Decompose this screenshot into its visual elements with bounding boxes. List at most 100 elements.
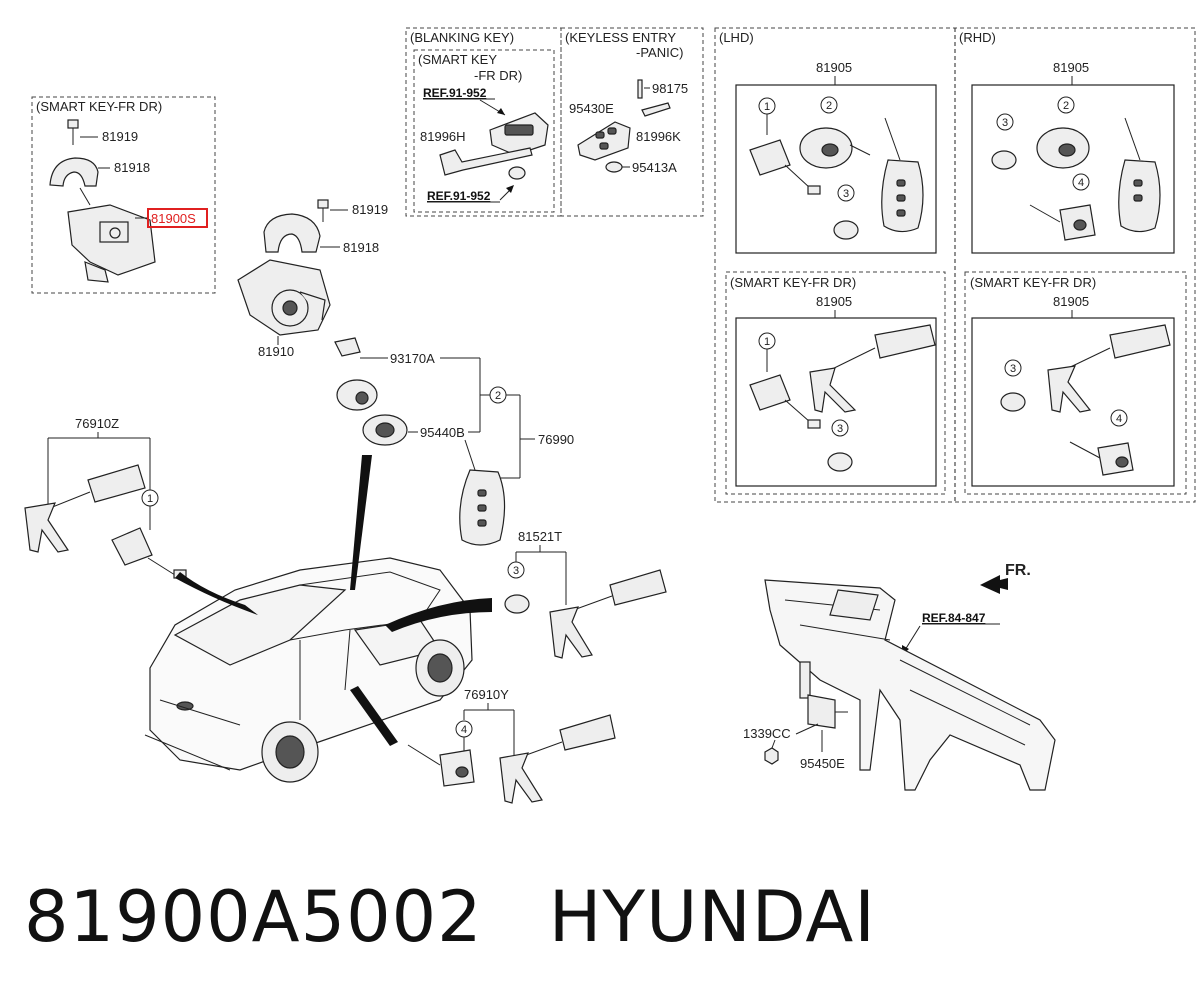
handle-module-icon (809, 324, 936, 413)
group-blanking-key: (BLANKING KEY) (SMART KEY -FR DR) REF.91… (405, 27, 562, 217)
part-label-98175: 98175 (652, 81, 688, 96)
door-lock-icon (407, 744, 475, 787)
ring-icon (504, 594, 530, 614)
part-label-93170a: 93170A (390, 351, 435, 366)
blank-key-icon (439, 147, 533, 176)
ring-icon (362, 414, 408, 446)
callout-4: 4 (461, 724, 467, 736)
part-label-81900s[interactable]: 81900S (151, 211, 196, 226)
group-81521t: 81521T 3 (504, 529, 667, 659)
part-label-81918: 81918 (114, 160, 150, 175)
group-label-fr-dr: -FR DR) (474, 68, 522, 83)
callout-3: 3 (837, 423, 843, 435)
handle-module-icon (499, 714, 616, 804)
group-keyless-entry: (KEYLESS ENTRY -PANIC) 98175 95430E 8199… (560, 27, 704, 217)
key-blade-icon (641, 102, 671, 117)
callout-2: 2 (495, 390, 501, 402)
part-label-76990: 76990 (538, 432, 574, 447)
callout-4: 4 (1078, 177, 1084, 189)
part-label-81905: 81905 (816, 294, 852, 309)
part-label-81919: 81919 (102, 129, 138, 144)
callout-1: 1 (764, 336, 770, 348)
callout-3: 3 (513, 565, 519, 577)
battery-icon (508, 166, 526, 180)
part-label-81918: 81918 (343, 240, 379, 255)
group-crossmember: FR. REF.84-847 1339CC 95450E (743, 562, 1056, 791)
part-label-76910y: 76910Y (464, 687, 509, 702)
fob-icon (881, 117, 924, 233)
callout-3: 3 (1002, 117, 1008, 129)
ring-icon (1000, 392, 1026, 412)
callout-3: 3 (843, 188, 849, 200)
part-label-81996k: 81996K (636, 129, 681, 144)
handle-module-icon (24, 464, 146, 553)
ignition-cylinder-icon (799, 127, 871, 169)
part-label-95450e: 95450E (800, 756, 845, 771)
group-label-panic: -PANIC) (636, 45, 683, 60)
group-76910z: 76910Z 1 (24, 416, 187, 579)
ref-link-91-952[interactable]: REF.91-952 (423, 86, 487, 100)
ring-icon (991, 150, 1017, 170)
front-direction-label: FR. (1005, 562, 1031, 579)
ref-link-91-952[interactable]: REF.91-952 (427, 189, 491, 203)
group-label-smart-key-fr-dr: (SMART KEY-FR DR) (730, 275, 856, 290)
fob-icon (459, 439, 506, 546)
part-label-81905: 81905 (816, 60, 852, 75)
part-label-81905: 81905 (1053, 294, 1089, 309)
callout-1: 1 (147, 493, 153, 505)
nut-icon (764, 747, 779, 765)
door-lock-icon (1069, 441, 1134, 476)
screw-icon (317, 199, 329, 222)
screw-icon (67, 119, 79, 145)
part-number: 81900A5002 (24, 876, 483, 958)
ref-link-84-847[interactable]: REF.84-847 (922, 611, 986, 625)
front-arrow-icon (980, 575, 1008, 594)
group-label-lhd: (LHD) (719, 30, 754, 45)
part-label-76910z: 76910Z (75, 416, 119, 431)
parts-diagram: (SMART KEY-FR DR) 81919 81918 81900S 819… (24, 27, 1196, 804)
smart-key-icon (489, 112, 549, 156)
part-label-81919: 81919 (352, 202, 388, 217)
callout-4: 4 (1116, 413, 1122, 425)
door-lock-icon (111, 527, 187, 579)
group-ignition-lock: 81919 81918 81910 93170A 2 76990 (237, 199, 574, 546)
callout-3: 3 (1010, 363, 1016, 375)
group-label-smart-key: (SMART KEY (418, 52, 497, 67)
handle-module-icon (1047, 324, 1171, 413)
ring-icon (833, 220, 859, 240)
highlight-box (147, 208, 208, 228)
group-label-keyless-entry: (KEYLESS ENTRY (565, 30, 676, 45)
ignition-housing-icon (237, 259, 331, 336)
part-label-81905: 81905 (1053, 60, 1089, 75)
clip-icon (334, 337, 361, 357)
part-label-81910: 81910 (258, 344, 294, 359)
group-label-rhd: (RHD) (959, 30, 996, 45)
part-label-95440b: 95440B (420, 425, 465, 440)
group-lhd-rhd: (LHD) (RHD) 81905 1 2 3 (714, 27, 1196, 503)
leader-arrows (175, 455, 492, 746)
footer: 81900A5002 HYUNDAI (24, 862, 876, 972)
group-label-blanking-key: (BLANKING KEY) (410, 30, 514, 45)
door-lock-icon (1029, 204, 1096, 241)
part-label-1339cc: 1339CC (743, 726, 791, 741)
ring-icon (827, 452, 853, 472)
door-lock-icon (749, 374, 821, 429)
group-label-smart-key-fr-dr: (SMART KEY-FR DR) (970, 275, 1096, 290)
callout-2: 2 (826, 100, 832, 112)
group-smart-key-fr-dr-left: (SMART KEY-FR DR) 81919 81918 81900S (31, 96, 216, 294)
door-lock-icon (749, 139, 821, 195)
callout-1: 1 (764, 101, 770, 113)
handle-module-icon (549, 569, 667, 659)
bracket-icon (263, 213, 321, 253)
key-cylinder-icon (336, 379, 378, 411)
battery-icon (605, 161, 623, 173)
part-label-81521t: 81521T (518, 529, 562, 544)
ignition-cylinder-icon (1036, 127, 1090, 169)
callout-2: 2 (1063, 100, 1069, 112)
brand-name: HYUNDAI (548, 876, 876, 958)
vehicle-illustration (144, 557, 473, 783)
part-label-95430e: 95430E (569, 101, 614, 116)
part-label-81996h: 81996H (420, 129, 466, 144)
fob-icon (1118, 117, 1161, 233)
part-label-95413a: 95413A (632, 160, 677, 175)
